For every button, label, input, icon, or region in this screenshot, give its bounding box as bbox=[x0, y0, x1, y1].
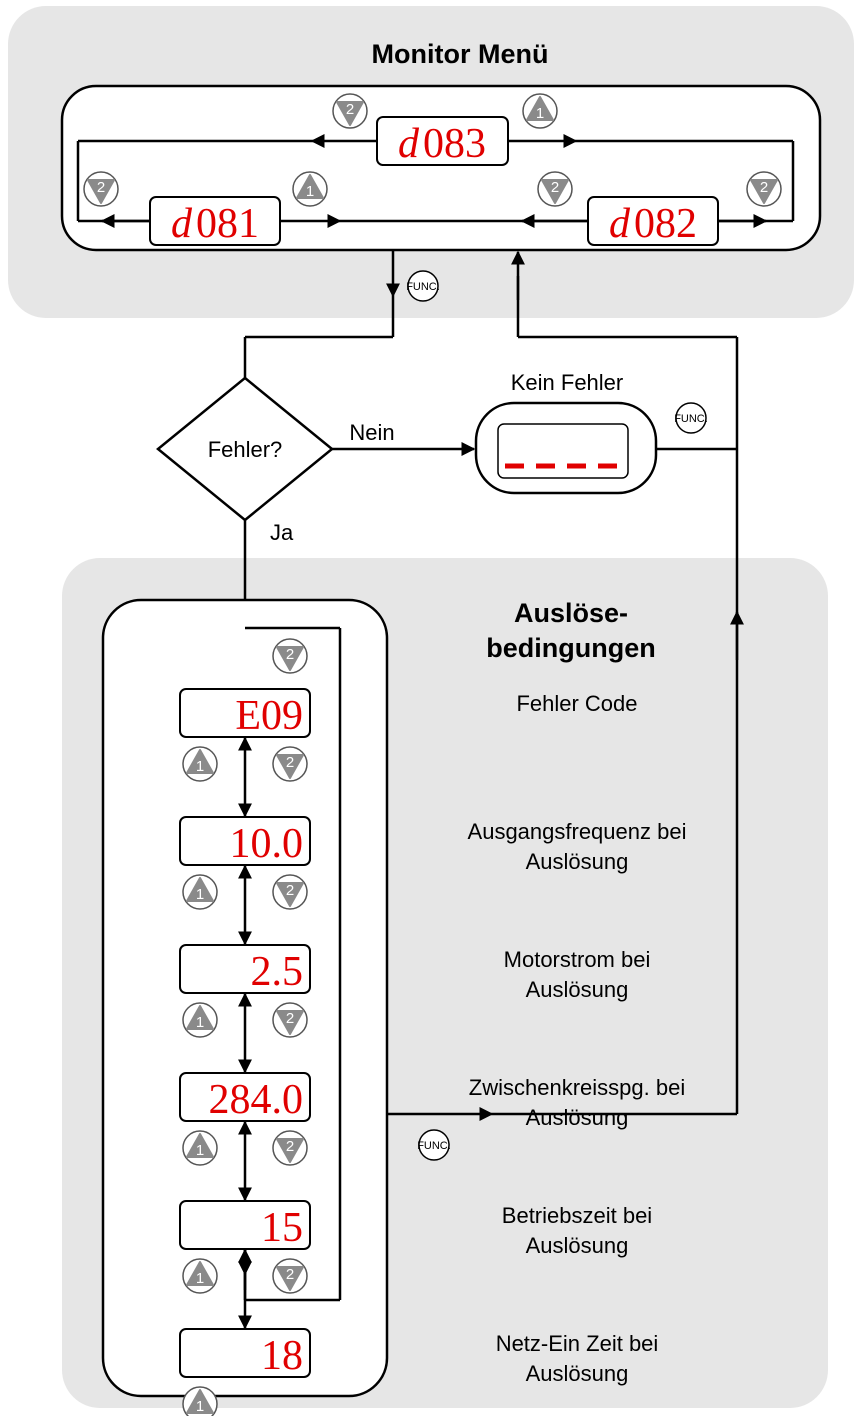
down-key-icon: 2 bbox=[272, 1130, 308, 1166]
svg-text:d083: d083 bbox=[398, 121, 486, 167]
svg-text:2: 2 bbox=[760, 179, 768, 196]
svg-text:2: 2 bbox=[286, 646, 294, 663]
trip-display-value: 18 bbox=[261, 1333, 303, 1379]
down-key-icon: 2 bbox=[272, 746, 308, 782]
svg-text:2: 2 bbox=[346, 101, 354, 118]
flow-lines bbox=[238, 250, 744, 1121]
trip-item-label-2: Auslösung bbox=[526, 1361, 629, 1386]
trip-display-value: 284.0 bbox=[209, 1077, 304, 1123]
svg-text:2: 2 bbox=[286, 1010, 294, 1027]
svg-text:1: 1 bbox=[196, 1014, 204, 1031]
trip-item-label-2: Auslösung bbox=[526, 1233, 629, 1258]
trip-display-value: E09 bbox=[235, 693, 303, 739]
svg-text:2: 2 bbox=[286, 1266, 294, 1283]
trip-title-line1: Auslöse- bbox=[514, 598, 628, 628]
monitor-loop-lines bbox=[76, 134, 795, 228]
func-key-icon: FUNC. bbox=[674, 402, 708, 434]
svg-text:FUNC.: FUNC. bbox=[674, 413, 708, 425]
down-key-icon: 2 bbox=[332, 93, 368, 129]
trip-item-label-2: Auslösung bbox=[526, 849, 629, 874]
svg-text:2: 2 bbox=[286, 754, 294, 771]
trip-display-value: 15 bbox=[261, 1205, 303, 1251]
down-key-icon: 2 bbox=[537, 171, 573, 207]
trip-display bbox=[179, 1328, 311, 1378]
up-key-icon: 1 bbox=[182, 1258, 218, 1294]
down-key-icon: 2 bbox=[272, 1258, 308, 1294]
up-key-icon: 1 bbox=[292, 171, 328, 207]
svg-text:1: 1 bbox=[196, 758, 204, 775]
trip-item-label: Motorstrom bei bbox=[504, 947, 651, 972]
svg-text:d081: d081 bbox=[171, 201, 259, 247]
down-key-icon: 2 bbox=[746, 171, 782, 207]
fault-decision-diamond bbox=[156, 376, 334, 522]
trip-item-label-2: Auslösung bbox=[526, 977, 629, 1002]
monitor-menu-title: Monitor Menü bbox=[372, 39, 549, 69]
display-d083: d083 bbox=[376, 116, 509, 167]
trip-title-line2: bedingungen bbox=[486, 633, 655, 663]
svg-text:1: 1 bbox=[196, 1270, 204, 1287]
trip-item-label: Fehler Code bbox=[516, 691, 637, 716]
svg-text:1: 1 bbox=[536, 105, 544, 122]
func-key-icon: FUNC. bbox=[406, 270, 440, 302]
svg-text:1: 1 bbox=[196, 886, 204, 903]
decision-no-label: Nein bbox=[349, 420, 394, 445]
display-d082: d082 bbox=[587, 196, 719, 247]
up-key-icon: 1 bbox=[182, 1386, 218, 1416]
svg-text:2: 2 bbox=[286, 882, 294, 899]
trip-item-label: Netz-Ein Zeit bei bbox=[496, 1331, 659, 1356]
trip-item: E09 Fehler Code 1 2 bbox=[179, 688, 638, 818]
func-key-icon: FUNC. bbox=[417, 1129, 451, 1161]
svg-text:FUNC.: FUNC. bbox=[406, 281, 440, 293]
up-key-icon: 1 bbox=[522, 93, 558, 129]
trip-display-value: 10.0 bbox=[230, 821, 304, 867]
trip-item-label: Ausgangsfrequenz bei bbox=[468, 819, 687, 844]
svg-text:1: 1 bbox=[306, 183, 314, 200]
decision-question: Fehler? bbox=[208, 437, 283, 462]
down-key-icon: 2 bbox=[272, 874, 308, 910]
no-fault-title: Kein Fehler bbox=[511, 370, 624, 395]
svg-text:1: 1 bbox=[196, 1142, 204, 1159]
trip-down-key-top: 2 bbox=[272, 638, 308, 674]
down-key-icon: 2 bbox=[272, 1002, 308, 1038]
decision-yes-label: Ja bbox=[270, 520, 294, 545]
up-key-icon: 1 bbox=[182, 874, 218, 910]
svg-text:2: 2 bbox=[286, 1138, 294, 1155]
svg-text:1: 1 bbox=[196, 1398, 204, 1415]
trip-items: E09 Fehler Code 1 2 10.0 Ausgangsfrequenz bei… bbox=[179, 688, 687, 1416]
trip-item-label: Zwischenkreisspg. bei bbox=[469, 1075, 685, 1100]
no-fault-display bbox=[474, 401, 658, 495]
svg-text:2: 2 bbox=[97, 179, 105, 196]
display-d081: d081 bbox=[149, 196, 281, 247]
svg-text:FUNC.: FUNC. bbox=[417, 1140, 451, 1152]
trip-item-label: Betriebszeit bei bbox=[502, 1203, 652, 1228]
down-key-icon: 2 bbox=[83, 171, 119, 207]
trip-item-label-2: Auslösung bbox=[526, 1105, 629, 1130]
up-key-icon: 1 bbox=[182, 746, 218, 782]
svg-text:2: 2 bbox=[551, 179, 559, 196]
svg-text:d082: d082 bbox=[609, 201, 697, 247]
up-key-icon: 1 bbox=[182, 1002, 218, 1038]
trip-display-value: 2.5 bbox=[251, 949, 304, 995]
up-key-icon: 1 bbox=[182, 1130, 218, 1166]
